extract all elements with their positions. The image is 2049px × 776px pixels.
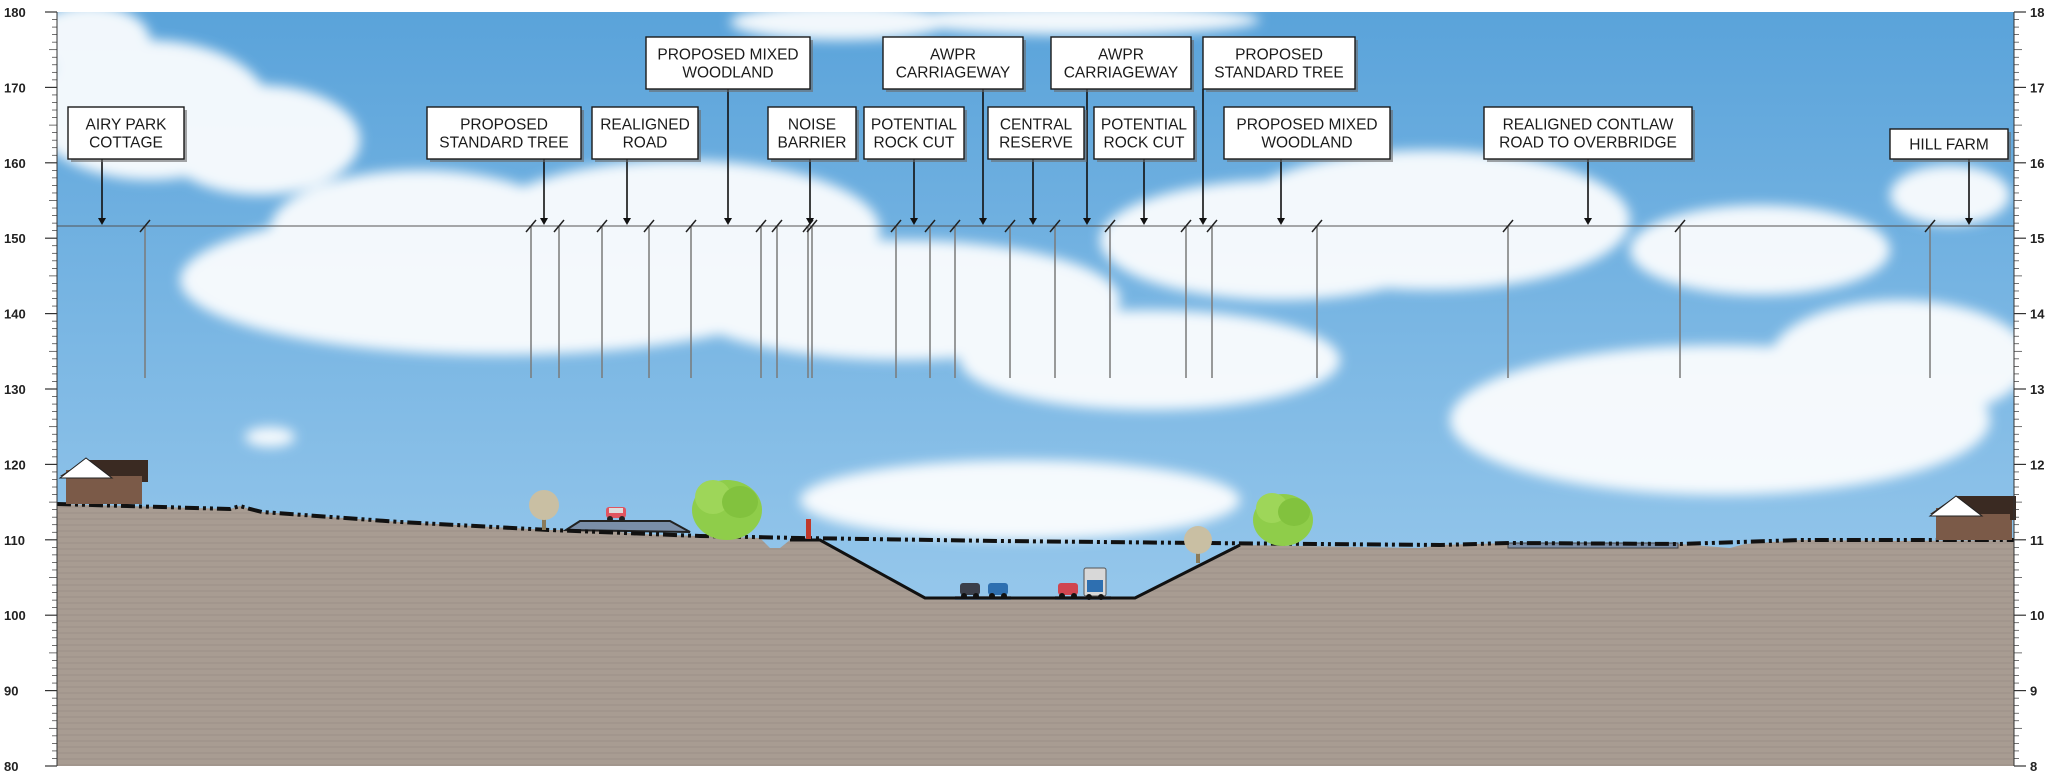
axis-tick-label: 120	[4, 457, 26, 472]
label-text: HILL FARM	[1909, 137, 1989, 154]
axis-tick-label-right: 15	[2030, 231, 2044, 246]
axis-tick-label: 180	[4, 5, 26, 20]
proposed-standard-tree-left	[529, 490, 559, 530]
label-text: PROPOSED MIXED	[1236, 117, 1377, 134]
label-text: PROPOSED	[1235, 47, 1323, 64]
label-text: ROAD TO OVERBRIDGE	[1499, 135, 1677, 152]
mixed-woodland-left	[692, 480, 762, 540]
axis-tick-label-right: 8	[2030, 759, 2037, 774]
axis-tick-label-right: 17	[2030, 80, 2044, 95]
axis-tick-label: 100	[4, 608, 26, 623]
label-text: ROCK CUT	[1104, 135, 1185, 152]
label-text: CARRIAGEWAY	[896, 65, 1011, 82]
noise-barrier-post	[806, 519, 811, 539]
label-text: REALIGNED	[600, 117, 690, 134]
label-text: WOODLAND	[1261, 135, 1352, 152]
label-text: ROCK CUT	[874, 135, 955, 152]
existing-ground-line	[56, 502, 2014, 548]
axis-tick-label-right: 13	[2030, 382, 2044, 397]
car-realigned-road	[606, 507, 626, 522]
ground-profile	[57, 504, 2014, 766]
mixed-woodland-right	[1253, 493, 1313, 546]
proposed-profile-line	[790, 538, 1241, 600]
elevation-axis-left: 180 170 160 150 140 130 120 110 100 90 80	[4, 5, 58, 774]
axis-tick-label-right: 18	[2030, 5, 2044, 20]
label-text: WOODLAND	[682, 65, 773, 82]
axis-tick-label: 140	[4, 307, 26, 322]
axis-tick-label: 130	[4, 382, 26, 397]
label-text: ROAD	[623, 135, 668, 152]
axis-tick-label: 160	[4, 156, 26, 171]
vehicles-carriageway-2	[1058, 567, 1107, 600]
label-text: AIRY PARK	[86, 117, 168, 134]
axis-tick-label: 170	[4, 80, 26, 95]
label-text: AWPR	[1098, 47, 1144, 64]
reference-lines	[57, 219, 2014, 378]
label-text: POTENTIAL	[1101, 117, 1188, 134]
axis-tick-label-right: 10	[2030, 608, 2044, 623]
label-text: COTTAGE	[89, 135, 163, 152]
axis-tick-label: 110	[4, 533, 25, 548]
elevation-axis-right: 18 17 16 15 14 13 12 11 10 9 8	[2013, 5, 2045, 774]
proposed-standard-tree-right	[1184, 526, 1212, 563]
label-text: PROPOSED	[460, 117, 548, 134]
label-text: CENTRAL	[1000, 117, 1073, 134]
label-text: CARRIAGEWAY	[1064, 65, 1179, 82]
label-hill-farm: HILL FARM	[1889, 128, 2011, 162]
axis-tick-label-right: 9	[2030, 684, 2037, 699]
label-text: BARRIER	[778, 135, 847, 152]
label-text: STANDARD TREE	[439, 135, 568, 152]
axis-tick-label: 80	[4, 759, 18, 774]
label-text: REALIGNED CONTLAW	[1503, 117, 1674, 134]
axis-tick-label-right: 14	[2030, 307, 2045, 322]
label-text: STANDARD TREE	[1214, 65, 1343, 82]
label-text: POTENTIAL	[871, 117, 958, 134]
label-text: AWPR	[930, 47, 976, 64]
axis-tick-label-right: 12	[2030, 457, 2044, 472]
label-pointers	[98, 89, 1973, 225]
axis-tick-label-right: 11	[2030, 533, 2044, 548]
axis-tick-label: 90	[4, 684, 18, 699]
house-hill-farm	[1928, 495, 2016, 540]
label-text: NOISE	[788, 117, 836, 134]
label-text: RESERVE	[999, 135, 1073, 152]
house-airy-park-cottage	[58, 457, 148, 504]
axis-tick-label: 150	[4, 231, 26, 246]
axis-tick-label-right: 16	[2030, 156, 2044, 171]
vehicles-carriageway-1	[960, 583, 1008, 599]
label-text: PROPOSED MIXED	[657, 47, 798, 64]
